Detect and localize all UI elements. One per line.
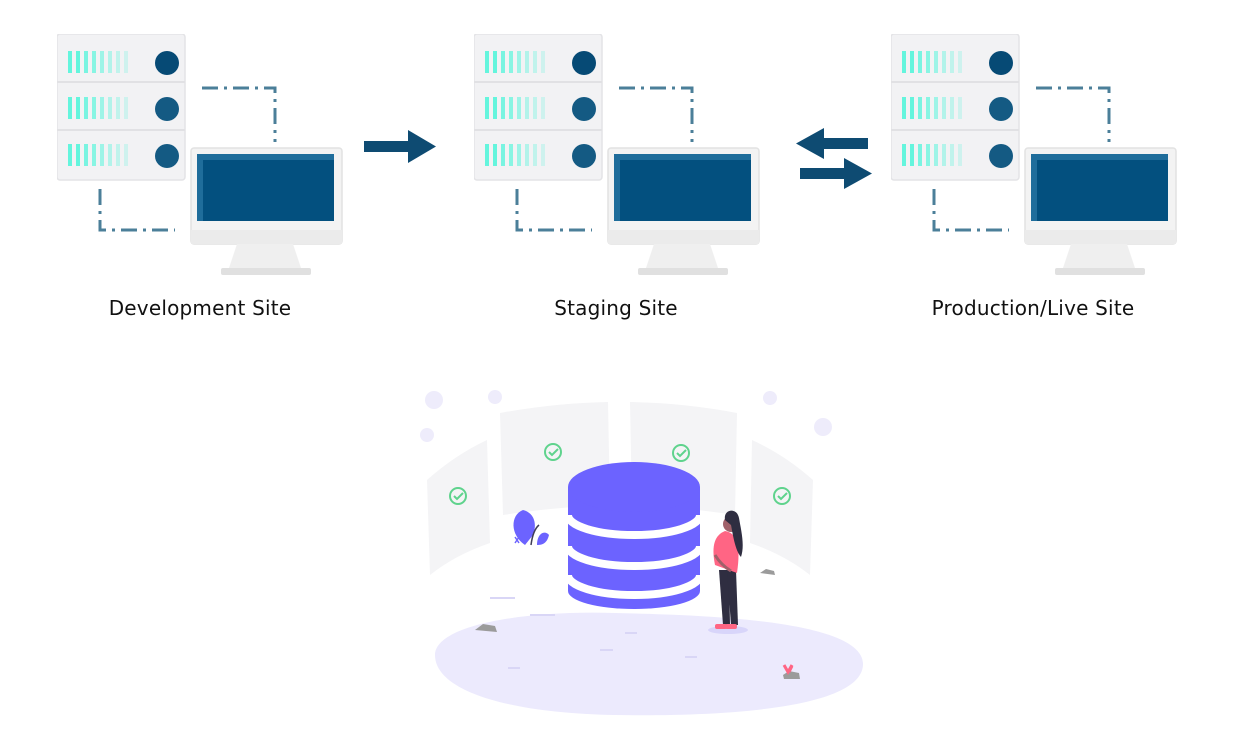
plant-icon [513, 510, 549, 546]
arrow-right-icon [800, 158, 872, 189]
arrow-left-icon [796, 128, 868, 159]
staging-site-graphic [474, 34, 774, 284]
arrow-right-icon [364, 130, 436, 163]
development-site-label: Development Site [108, 296, 292, 320]
production-site-graphic [891, 34, 1191, 284]
server-monitor-icon [474, 34, 761, 277]
database-icon [564, 462, 704, 609]
server-monitor-icon [891, 34, 1178, 277]
database-illustration [420, 390, 864, 716]
person-icon [708, 510, 748, 634]
staging-site-label: Staging Site [554, 296, 678, 320]
check-icon [449, 443, 791, 505]
production-site-label: Production/Live Site [931, 296, 1135, 320]
server-monitor-icon [57, 34, 344, 277]
development-site-graphic [57, 34, 357, 284]
